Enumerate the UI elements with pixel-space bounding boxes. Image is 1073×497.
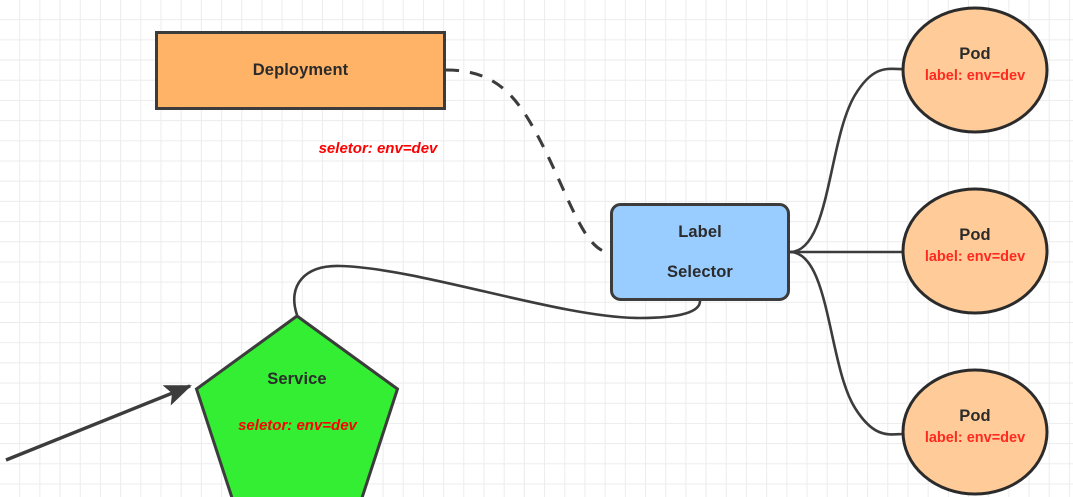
edge-service-to-label-selector[interactable] (292, 264, 702, 320)
pod-shape-2[interactable] (901, 187, 1049, 315)
deployment-shape[interactable] (155, 31, 446, 110)
edge-label-selector-to-pod-3[interactable] (788, 250, 907, 436)
edge-label-selector-to-pod-1[interactable] (788, 67, 907, 254)
label-selector-shape[interactable] (610, 203, 790, 301)
service-shape[interactable] (194, 314, 400, 497)
edge-external-to-service[interactable] (5, 384, 192, 462)
edge-deployment-to-label-selector[interactable] (445, 68, 611, 255)
pod-shape-1[interactable] (901, 6, 1049, 134)
pod-shape-3[interactable] (901, 368, 1049, 496)
